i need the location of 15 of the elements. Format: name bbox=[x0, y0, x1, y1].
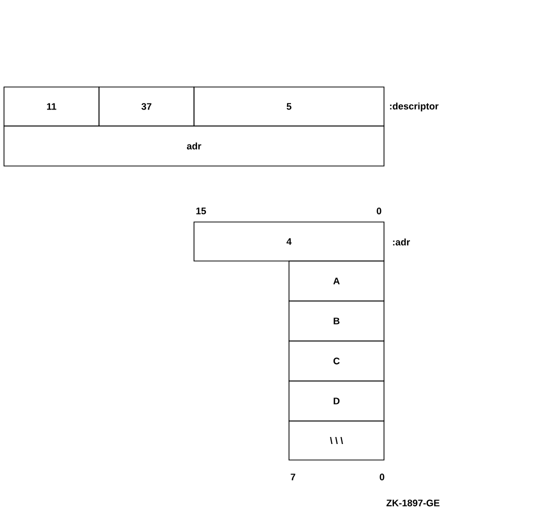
bit-number: 0 bbox=[380, 474, 384, 480]
bit-number: 7 bbox=[290, 474, 296, 480]
field-box: A bbox=[288, 260, 384, 302]
structure-label: :descriptor bbox=[390, 102, 438, 112]
field-box: C bbox=[288, 340, 384, 382]
field-box: D bbox=[288, 380, 384, 422]
field-box: \ \ \ bbox=[288, 420, 384, 460]
structure-label: :adr bbox=[393, 238, 410, 246]
figure-id: ZK-1897-GE bbox=[386, 500, 440, 506]
field-box: B bbox=[288, 300, 384, 342]
field-box: 5 bbox=[194, 86, 384, 126]
field-box: 4 bbox=[194, 222, 384, 262]
field-box: 37 bbox=[98, 86, 194, 126]
field-box: 11 bbox=[4, 86, 100, 126]
field-box: adr bbox=[4, 126, 384, 166]
